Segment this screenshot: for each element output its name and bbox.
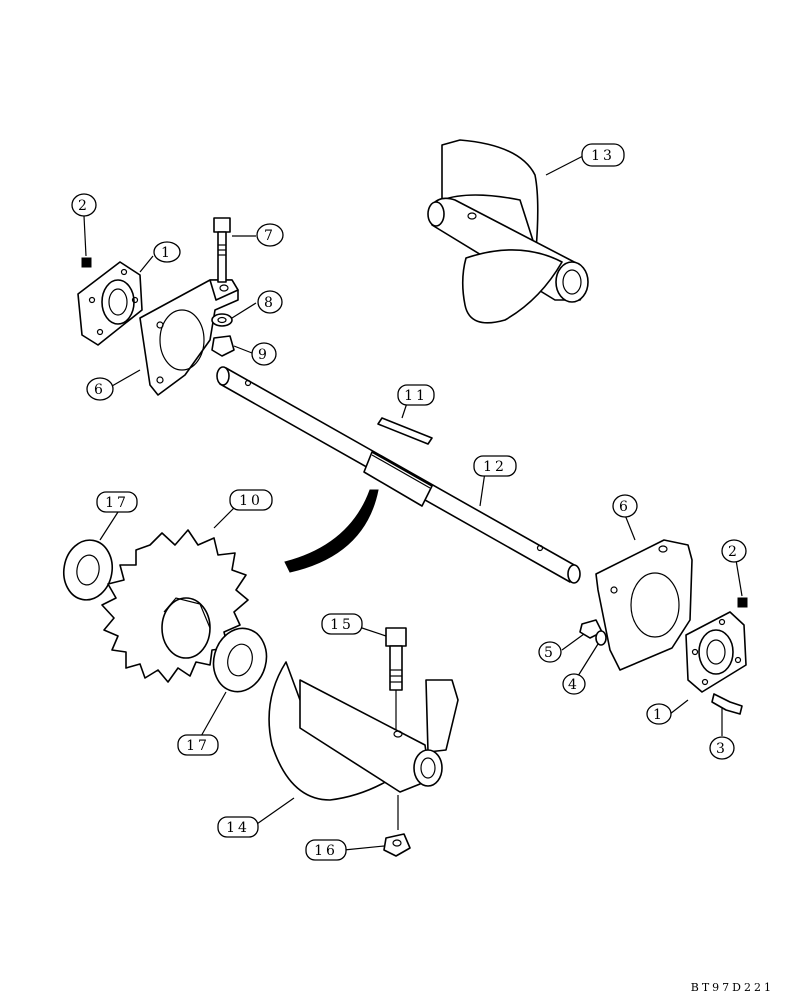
svg-text:2: 2 — [78, 198, 90, 214]
sprocket — [101, 529, 249, 683]
svg-text:1: 1 — [653, 707, 665, 723]
bolt-15 — [385, 627, 407, 730]
svg-text:1: 1 — [161, 245, 173, 261]
grease-fitting-right — [737, 597, 748, 608]
grease-fitting-left — [81, 257, 92, 268]
callout-1-left: 1 — [153, 241, 181, 263]
callouts: 1 2 6 7 8 9 13 11 — [71, 143, 747, 861]
callout-11: 11 — [397, 384, 435, 406]
assembly-arrow — [284, 489, 379, 573]
flange-bearing-left — [77, 261, 143, 346]
callout-15: 15 — [321, 613, 363, 635]
svg-text:11: 11 — [404, 388, 428, 404]
shaft — [216, 366, 581, 584]
svg-text:10: 10 — [239, 493, 263, 509]
auger-flighting-upper — [427, 139, 589, 324]
callout-9: 9 — [251, 342, 277, 366]
svg-text:17: 17 — [105, 495, 129, 511]
svg-text:6: 6 — [94, 382, 106, 398]
callout-17-upper: 17 — [96, 491, 138, 513]
svg-text:2: 2 — [728, 544, 740, 560]
svg-text:4: 4 — [568, 677, 580, 693]
bolt-3 — [711, 693, 743, 715]
callout-2-right: 2 — [721, 539, 747, 563]
callout-4: 4 — [562, 673, 586, 695]
callout-5: 5 — [538, 641, 562, 663]
svg-text:13: 13 — [591, 148, 615, 164]
spacer-upper — [62, 539, 114, 601]
reference-code: BT97D221 — [690, 981, 774, 994]
key — [377, 417, 433, 445]
callout-1-right: 1 — [646, 703, 672, 725]
flange-bearing-right — [685, 611, 747, 693]
callout-10: 10 — [229, 489, 273, 511]
callout-12: 12 — [473, 455, 517, 477]
spacer-lower — [212, 627, 268, 693]
bolt-7 — [213, 217, 231, 283]
svg-text:15: 15 — [330, 617, 354, 633]
callout-6-left: 6 — [86, 377, 114, 401]
washer-8 — [211, 313, 233, 327]
nut-16 — [383, 833, 411, 857]
svg-text:6: 6 — [619, 499, 631, 515]
washer-4 — [595, 630, 607, 646]
svg-text:17: 17 — [186, 738, 210, 754]
callout-7: 7 — [256, 223, 284, 247]
svg-text:9: 9 — [258, 347, 270, 363]
callout-2-left: 2 — [71, 193, 97, 217]
callout-3: 3 — [709, 736, 735, 760]
callout-14: 14 — [217, 816, 259, 838]
svg-text:5: 5 — [544, 645, 556, 661]
callout-8: 8 — [257, 290, 283, 314]
svg-text:16: 16 — [314, 843, 338, 859]
auger-flighting-lower — [268, 661, 459, 830]
svg-text:3: 3 — [716, 741, 728, 757]
bearing-bracket-left — [139, 279, 239, 396]
svg-text:7: 7 — [264, 228, 276, 244]
callout-16: 16 — [305, 839, 347, 861]
svg-text:8: 8 — [264, 295, 276, 311]
callout-13: 13 — [581, 143, 625, 167]
svg-text:12: 12 — [483, 459, 507, 475]
bearing-bracket-right — [595, 539, 693, 671]
callout-6-right: 6 — [612, 494, 638, 518]
nut-9 — [211, 335, 235, 357]
callout-17-lower: 17 — [177, 734, 219, 756]
svg-text:14: 14 — [226, 820, 250, 836]
